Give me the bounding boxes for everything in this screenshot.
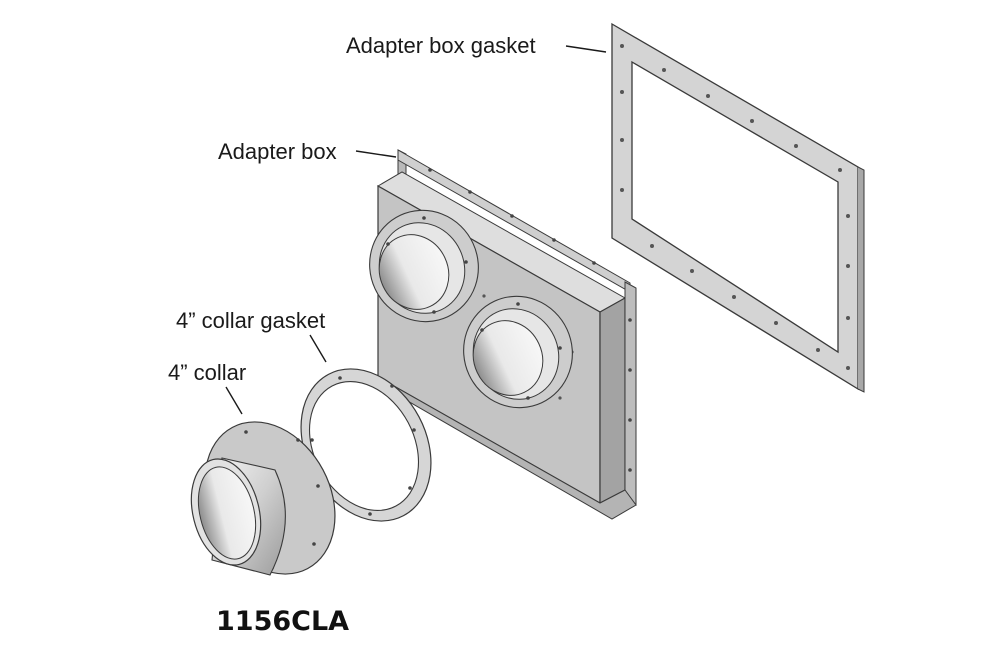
leader-adapter-box-gasket (565, 45, 607, 53)
leader-collar-gasket (309, 334, 327, 363)
adapter-box-gasket (611, 22, 865, 393)
four-inch-collar (190, 421, 336, 576)
model-number: 1156CLA (216, 606, 350, 637)
leader-lines (225, 45, 607, 415)
box-collar-upper (369, 209, 479, 323)
label-adapter-box: Adapter box (218, 139, 337, 164)
adapter-box (369, 149, 637, 520)
label-collar-gasket: 4” collar gasket (176, 308, 326, 333)
label-collar: 4” collar (168, 360, 247, 385)
leader-adapter-box (355, 150, 397, 158)
collar-gasket (300, 368, 432, 522)
box-collar-lower (463, 295, 573, 409)
leader-collar (225, 386, 243, 415)
label-adapter-box-gasket: Adapter box gasket (346, 33, 536, 58)
